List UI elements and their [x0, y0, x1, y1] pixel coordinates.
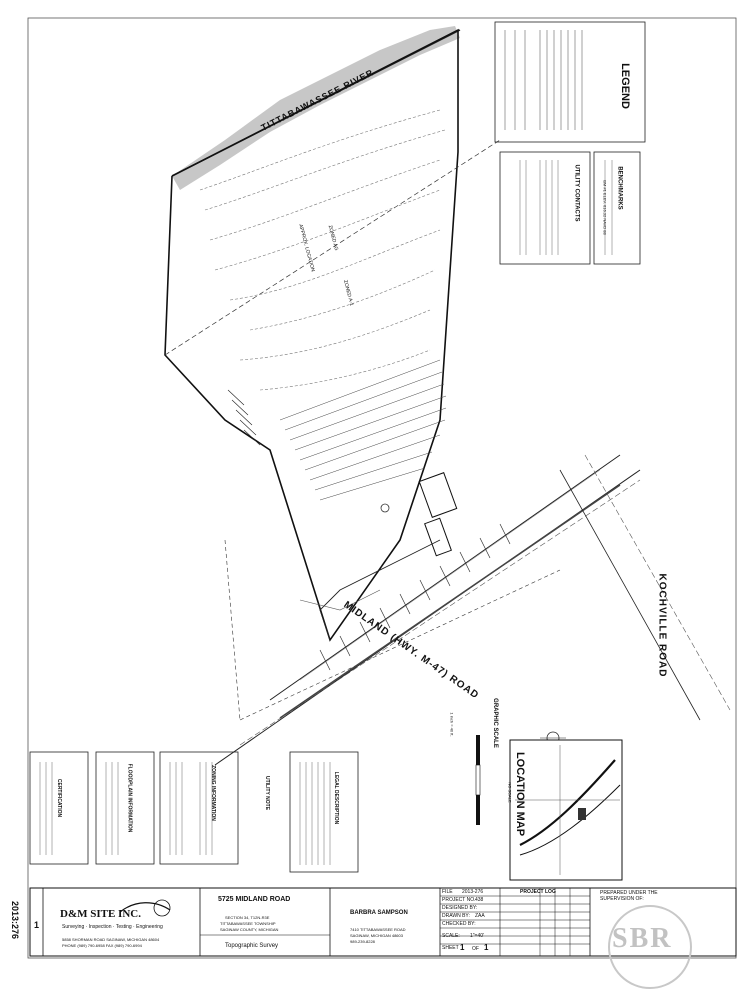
project-no-value: 438	[475, 897, 484, 903]
project-no-label: PROJECT NO.	[442, 897, 476, 903]
certification-title: CERTIFICATION	[56, 778, 63, 818]
drawn-by-label: DRAWN BY:	[442, 913, 470, 919]
county-text: SAGINAW COUNTY, MICHIGAN	[220, 927, 279, 932]
location-map-title: LOCATION MAP	[514, 751, 527, 837]
company-name: D&M SITE INC.	[60, 908, 141, 920]
watermark-text: SBR	[612, 923, 673, 954]
zoning-info-title: ZONING INFORMATION	[209, 765, 216, 821]
sbr-watermark: SBR	[592, 905, 704, 989]
benchmarks-title: BENCHMARKS	[616, 166, 623, 210]
benchmark-text: BM #1 ELEV. 616.32 NAVD 88	[602, 180, 608, 235]
prepared-note: PREPARED UNDER THE SUPERVISION OF:	[600, 890, 658, 902]
sheet-label: SHEET	[442, 945, 459, 951]
designed-by-label: DESIGNED BY:	[442, 905, 478, 911]
survey-type: Topographic Survey	[225, 943, 279, 949]
client-address-1: 7410 TITTABAWASSEE ROAD	[350, 927, 406, 932]
project-title: 5725 MIDLAND ROAD	[218, 896, 291, 903]
scale-label: SCALE:	[442, 933, 460, 939]
survey-sheet: TITTABAWASSEE RIVER MIDLAND (HWY. M-47) …	[10, 17, 737, 989]
of-label: OF	[472, 946, 479, 952]
file-value: 2013-276	[462, 889, 484, 895]
section-text: SECTION 34, T12N-R3E	[225, 915, 270, 920]
of-value: 1	[484, 943, 489, 952]
file-label: FILE	[442, 889, 453, 895]
graphic-scale-unit: 1 inch = 40 ft.	[449, 712, 455, 737]
client-phone: 989-239-8228	[350, 939, 375, 944]
sheet-index: 1	[34, 920, 40, 930]
graphic-scale-title: GRAPHIC SCALE	[491, 698, 498, 748]
sheet-value: 1	[460, 943, 465, 952]
drawing-number: 2013:276	[10, 900, 21, 940]
location-map-scale: NO SCALE	[507, 782, 513, 803]
project-log-label: PROJECT LOG	[520, 889, 556, 895]
client-address-2: SAGINAW, MICHIGAN 48603	[350, 933, 403, 938]
company-address: 5858 SHORMAN ROAD SAGINAW, MICHIGAN 4860…	[62, 937, 160, 942]
legal-description-title: LEGAL DESCRIPTION	[333, 771, 340, 825]
township-text: TITTABAWASSEE TOWNSHIP	[220, 921, 276, 926]
scale-value: 1"=40'	[470, 933, 484, 939]
legend-title: LEGEND	[618, 63, 631, 109]
checked-by-label: CHECKED BY:	[442, 921, 476, 927]
client-name: BARBRA SAMPSON	[350, 910, 408, 916]
floodplain-info-title: FLOODPLAIN INFORMATION	[126, 763, 133, 833]
site-plan-drawing	[27, 17, 737, 959]
utility-note-title: UTILITY NOTE	[264, 775, 271, 811]
company-phone: PHONE (989) 790-6958 FAX (989) 790-6994	[62, 943, 142, 948]
kochville-road-label: KOCHVILLE ROAD	[656, 573, 668, 678]
drawn-by-value: ZAA	[475, 913, 485, 919]
company-tagline: Surveying · Inspection · Testing · Engin…	[62, 924, 163, 930]
utility-contacts-title: UTILITY CONTACTS	[573, 164, 580, 222]
